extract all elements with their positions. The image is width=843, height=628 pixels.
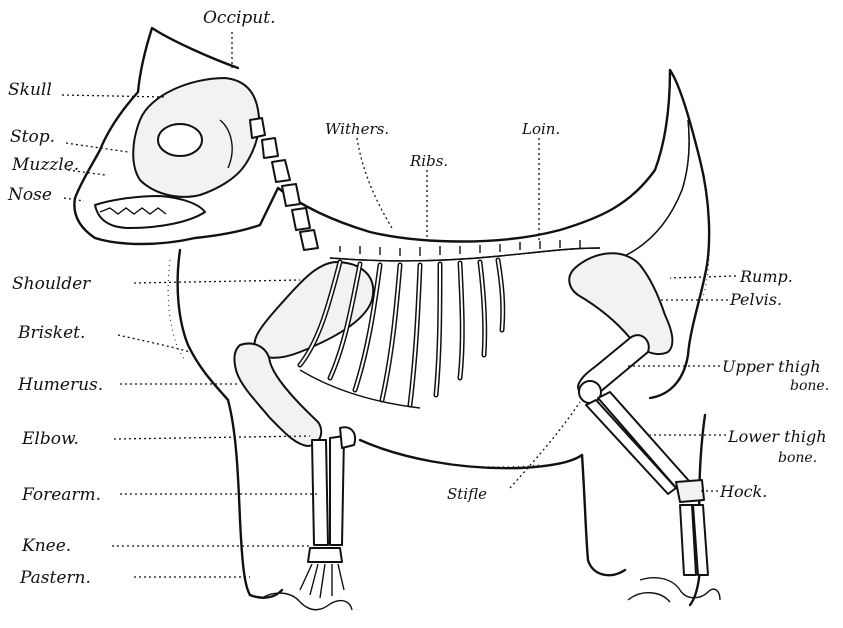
label-lower-thigh-1: Lower thigh bbox=[727, 427, 827, 446]
label-knee: Knee. bbox=[21, 536, 71, 556]
label-pastern: Pastern. bbox=[19, 568, 91, 588]
label-ribs: Ribs. bbox=[409, 152, 448, 170]
label-hock: Hock. bbox=[719, 482, 767, 501]
label-occiput: Occiput. bbox=[203, 8, 275, 28]
label-nose: Nose bbox=[7, 185, 52, 205]
label-lower-thigh-2: bone. bbox=[778, 450, 817, 466]
leader-elbow bbox=[114, 436, 310, 439]
leader-stifle bbox=[510, 402, 580, 488]
label-upper-thigh-1: Upper thigh bbox=[722, 357, 821, 376]
label-skull: Skull bbox=[8, 80, 52, 100]
label-withers: Withers. bbox=[325, 120, 389, 138]
leader-withers bbox=[357, 138, 392, 228]
leader-shoulder bbox=[134, 280, 300, 283]
leader-rump bbox=[670, 276, 736, 278]
leader-stop bbox=[66, 143, 128, 152]
label-pelvis: Pelvis. bbox=[729, 290, 782, 309]
spine bbox=[250, 118, 689, 261]
front-leg-bones bbox=[234, 344, 355, 610]
label-muzzle: Muzzle. bbox=[11, 155, 79, 175]
skull-bone bbox=[95, 78, 259, 228]
leader-skull bbox=[62, 95, 165, 97]
label-elbow: Elbow. bbox=[21, 429, 79, 449]
label-brisket: Brisket. bbox=[17, 323, 85, 343]
label-stop: Stop. bbox=[10, 127, 55, 147]
label-humerus: Humerus. bbox=[17, 375, 103, 395]
label-loin: Loin. bbox=[521, 120, 560, 138]
label-upper-thigh-2: bone. bbox=[790, 378, 829, 394]
label-rump: Rump. bbox=[739, 267, 793, 286]
label-stifle: Stifle bbox=[447, 485, 487, 503]
label-shoulder: Shoulder bbox=[12, 274, 91, 294]
label-forearm: Forearm. bbox=[21, 485, 101, 505]
